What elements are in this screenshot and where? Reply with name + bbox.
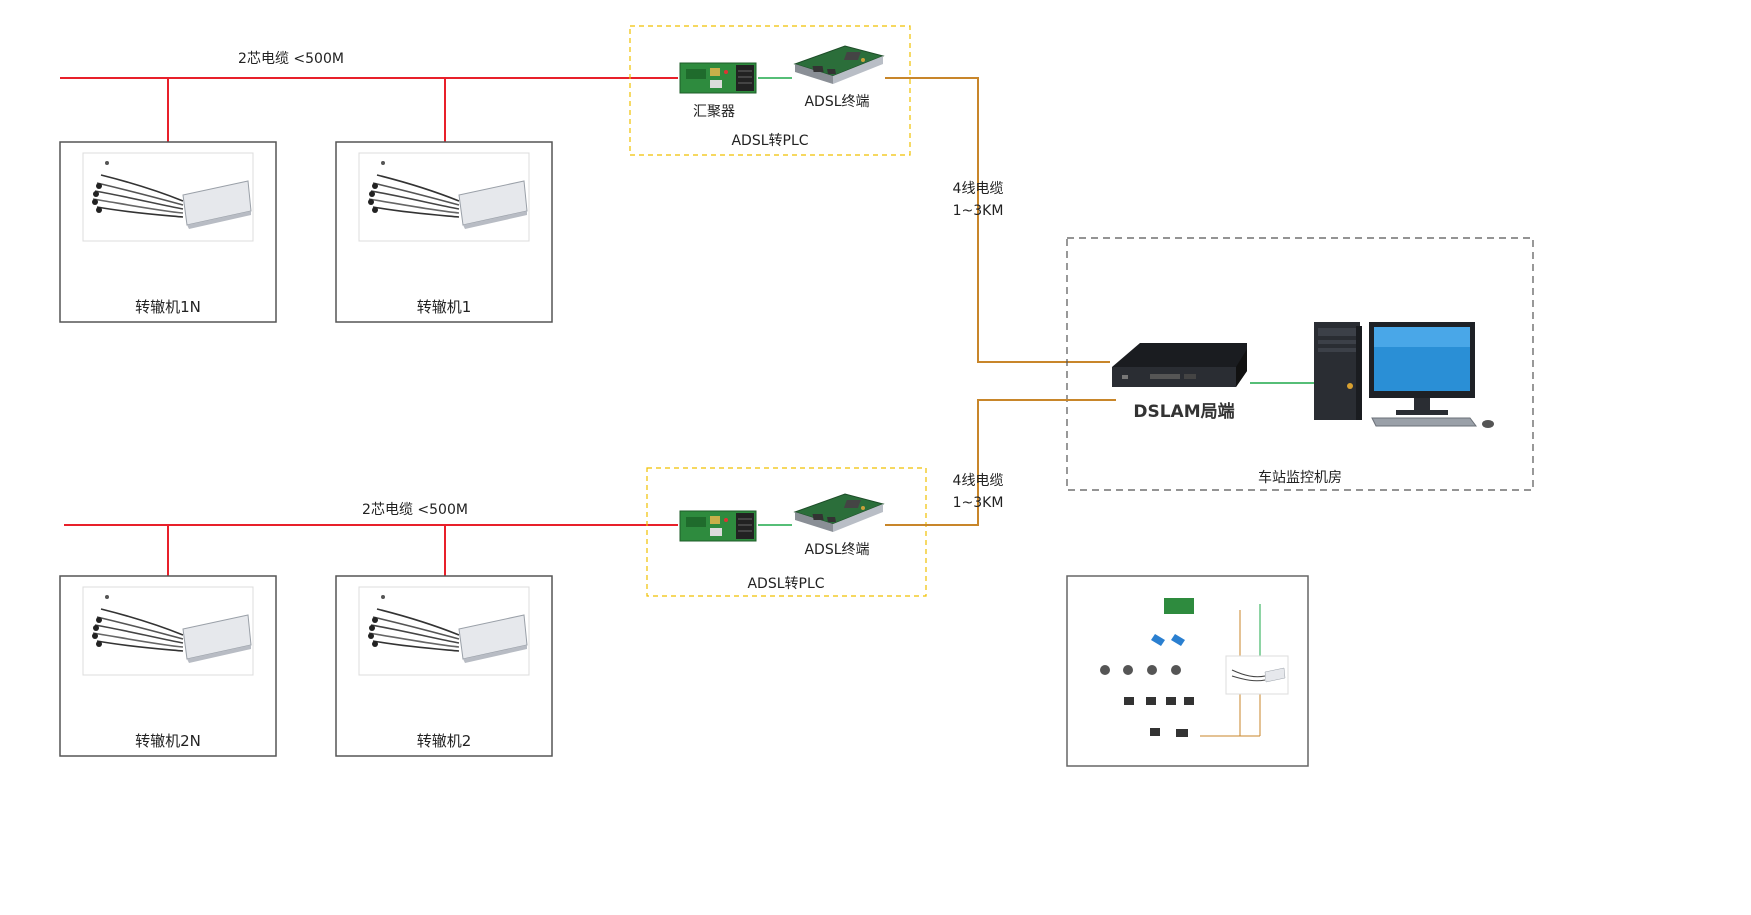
- thumbnail-device-icon: [1124, 697, 1194, 737]
- switch-machine-device-icon: [82, 586, 254, 676]
- switch-machine-box-2n[interactable]: [59, 575, 277, 757]
- switch-machine-box-1n[interactable]: [59, 141, 277, 323]
- switch-machine-box-2[interactable]: [335, 575, 553, 757]
- station-room-label: 车站监控机房: [1258, 469, 1342, 486]
- switch-machine-label-2n: 转辙机2N: [135, 732, 201, 750]
- switch-machine-device-icon: [82, 152, 254, 242]
- reference-diagram-thumbnail[interactable]: [1066, 575, 1309, 767]
- switch-machine-label-1n: 转辙机1N: [135, 298, 201, 316]
- bottom-trunk-cable: [885, 399, 1116, 526]
- thumbnail-camera-icon: [1100, 665, 1181, 675]
- switch-machine-device-icon: [358, 152, 530, 242]
- bottom-plc-box-label: ADSL转PLC: [747, 576, 824, 592]
- top-cable-label: 2芯电缆 <500M: [238, 51, 344, 67]
- switch-machine-device-icon: [358, 586, 530, 676]
- collector-label: 汇聚器: [693, 104, 735, 120]
- station-room-box[interactable]: [1066, 237, 1534, 491]
- collector-board-icon: [679, 510, 757, 542]
- bottom-adsl-terminal-label: ADSL终端: [804, 542, 869, 558]
- top-plc-box[interactable]: [629, 25, 911, 156]
- top-trunk-label-2: 1~3KM: [953, 203, 1004, 219]
- switch-machine-box-1[interactable]: [335, 141, 553, 323]
- collector-board-icon: [679, 62, 757, 94]
- bottom-trunk-label-2: 1~3KM: [953, 495, 1004, 511]
- bottom-trunk-label-1: 4线电缆: [953, 473, 1004, 489]
- dslam-label: DSLAM局端: [1133, 401, 1234, 422]
- thumbnail-board-icon: [1164, 598, 1194, 614]
- bottom-plc-box[interactable]: [646, 467, 927, 597]
- switch-machine-label-1: 转辙机1: [417, 298, 472, 316]
- top-trunk-label-1: 4线电缆: [953, 181, 1004, 197]
- adsl-modem-card-icon: [794, 493, 884, 533]
- bottom-cable-label: 2芯电缆 <500M: [362, 502, 468, 518]
- thumbnail-sensor-icon: [1151, 634, 1185, 646]
- top-trunk-cable: [885, 77, 1110, 363]
- desktop-computer-icon: [1313, 321, 1495, 429]
- dslam-rack-unit-icon: [1112, 343, 1247, 387]
- top-adsl-terminal-label: ADSL终端: [804, 94, 869, 110]
- top-group: 2芯电缆 <500M 转辙机1N 转辙机1 汇聚器 ADSL终端 ADSL转PL…: [59, 25, 1110, 363]
- top-plc-box-label: ADSL转PLC: [731, 133, 808, 149]
- bottom-group: 2芯电缆 <500M 转辙机2N 转辙机2 ADSL终端 ADSL转PLC 4线…: [59, 399, 1116, 757]
- station-room: DSLAM局端 车站监控机房: [1066, 237, 1534, 491]
- switch-machine-label-2: 转辙机2: [417, 732, 472, 750]
- adsl-modem-card-icon: [794, 45, 884, 85]
